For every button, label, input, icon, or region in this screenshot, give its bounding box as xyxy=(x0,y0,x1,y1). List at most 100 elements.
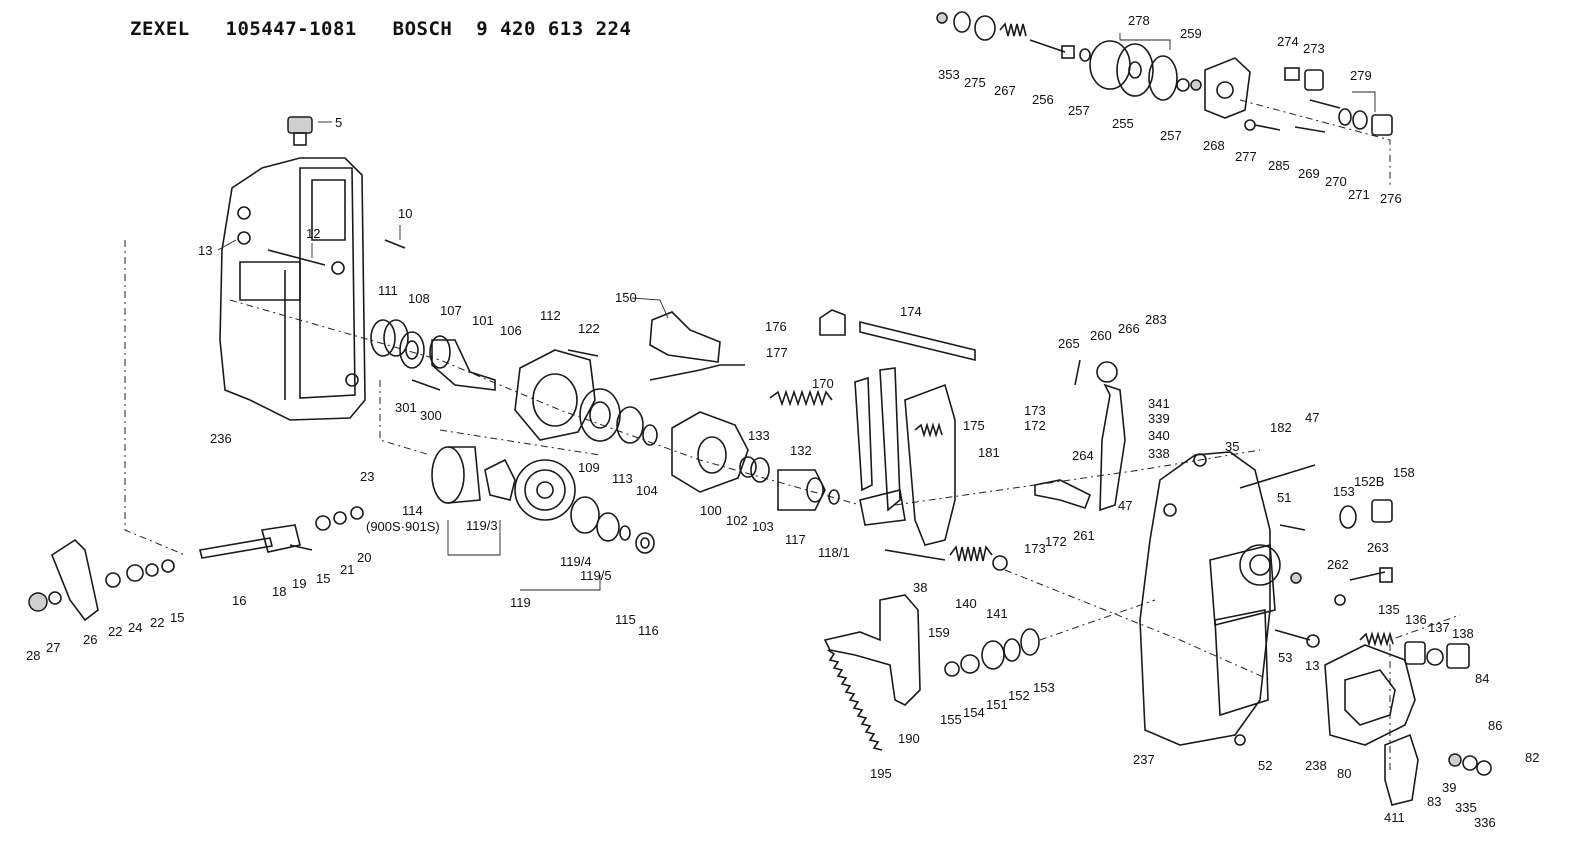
label-152: 152 xyxy=(1008,688,1030,703)
label-340: 340 xyxy=(1148,428,1170,443)
label-338: 338 xyxy=(1148,446,1170,461)
label-190: 190 xyxy=(898,731,920,746)
label-341: 341 xyxy=(1148,396,1170,411)
label-237: 237 xyxy=(1133,752,1155,767)
label-255: 255 xyxy=(1112,116,1134,131)
label-136: 136 xyxy=(1405,612,1427,627)
label-5: 5 xyxy=(335,115,342,130)
link-261 xyxy=(1034,479,1092,509)
label-21: 21 xyxy=(340,562,354,577)
label-175: 175 xyxy=(963,418,985,433)
diagram-title: ZEXEL 105447-1081 BOSCH 9 420 613 224 xyxy=(130,18,632,40)
leader-lines xyxy=(217,33,1376,591)
plug-screw xyxy=(287,116,313,146)
label-257-a: 257 xyxy=(1068,103,1090,118)
gear-119 xyxy=(514,459,576,521)
washer-118-1 xyxy=(828,489,840,505)
label-195: 195 xyxy=(870,766,892,781)
snap-ring-113 xyxy=(616,406,644,444)
nut-116 xyxy=(635,532,655,554)
label-114-note: (900S·901S) xyxy=(366,519,440,534)
label-153-a: 153 xyxy=(1033,680,1055,695)
label-266: 266 xyxy=(1118,321,1140,336)
label-135: 135 xyxy=(1378,602,1400,617)
label-22-a: 22 xyxy=(108,624,122,639)
bearing-111 xyxy=(370,319,409,357)
label-84: 84 xyxy=(1475,671,1489,686)
label-141: 141 xyxy=(986,606,1008,621)
label-28: 28 xyxy=(26,648,40,663)
label-155: 155 xyxy=(940,712,962,727)
label-100: 100 xyxy=(700,503,722,518)
guide-lever-181 xyxy=(904,383,956,546)
label-268: 268 xyxy=(1203,138,1225,153)
label-264: 264 xyxy=(1072,448,1094,463)
label-262: 262 xyxy=(1327,557,1349,572)
label-47-a: 47 xyxy=(1305,410,1319,425)
label-19: 19 xyxy=(292,576,306,591)
bearing-109 xyxy=(579,388,621,442)
label-117: 117 xyxy=(785,532,806,547)
label-118-1: 118/1 xyxy=(818,545,850,560)
pump-housing-right xyxy=(1139,451,1281,746)
cover-238 xyxy=(1324,644,1416,746)
top-right-parts xyxy=(936,11,1393,185)
label-13-b: 13 xyxy=(1305,658,1319,673)
label-10: 10 xyxy=(398,206,412,221)
ring-104 xyxy=(642,424,658,446)
label-151: 151 xyxy=(986,697,1008,712)
label-172-b: 172 xyxy=(1045,534,1067,549)
lever-190 xyxy=(823,594,921,706)
label-23: 23 xyxy=(360,469,374,484)
label-26: 26 xyxy=(83,632,97,647)
label-158: 158 xyxy=(1393,465,1415,480)
label-16: 16 xyxy=(232,593,246,608)
label-275: 275 xyxy=(964,75,986,90)
label-238: 238 xyxy=(1305,758,1327,773)
label-176: 176 xyxy=(765,319,787,334)
label-104: 104 xyxy=(636,483,658,498)
label-13: 13 xyxy=(198,243,212,258)
label-174: 174 xyxy=(900,304,922,319)
label-153-b: 153 xyxy=(1333,484,1355,499)
label-285: 285 xyxy=(1268,158,1290,173)
label-339: 339 xyxy=(1148,411,1170,426)
screws-left xyxy=(267,239,599,551)
label-152B: 152B xyxy=(1354,474,1384,489)
label-259: 259 xyxy=(1180,26,1202,41)
label-269: 269 xyxy=(1298,166,1320,181)
governor-housing-left xyxy=(219,157,366,421)
label-119: 119 xyxy=(510,595,531,610)
label-20: 20 xyxy=(357,550,371,565)
label-335: 335 xyxy=(1455,800,1477,815)
label-101: 101 xyxy=(472,313,494,328)
key-115 xyxy=(619,525,631,541)
label-265: 265 xyxy=(1058,336,1080,351)
label-159: 159 xyxy=(928,625,950,640)
bearing-108 xyxy=(399,331,425,369)
bracket-176 xyxy=(819,309,846,336)
link-174 xyxy=(859,320,976,362)
label-300: 300 xyxy=(420,408,442,423)
label-15-b: 15 xyxy=(170,610,184,625)
label-261: 261 xyxy=(1073,528,1095,543)
label-35: 35 xyxy=(1225,439,1239,454)
callout-labels: 5 10 12 13 236 111 108 107 101 106 112 1… xyxy=(26,13,1539,830)
right-small-parts xyxy=(1239,464,1492,776)
label-271: 271 xyxy=(1348,187,1370,202)
label-256: 256 xyxy=(1032,92,1054,107)
label-277: 277 xyxy=(1235,149,1257,164)
label-133: 133 xyxy=(748,428,770,443)
label-111: 111 xyxy=(378,283,398,298)
lever-26 xyxy=(51,538,99,622)
flyweight-holder-100 xyxy=(671,411,749,493)
label-257-b: 257 xyxy=(1160,128,1182,143)
spring-195 xyxy=(827,649,883,751)
label-108: 108 xyxy=(408,291,430,306)
label-260: 260 xyxy=(1090,328,1112,343)
label-112: 112 xyxy=(540,308,561,323)
label-137: 137 xyxy=(1428,620,1450,635)
label-170: 170 xyxy=(812,376,834,391)
label-150: 150 xyxy=(615,290,637,305)
label-270: 270 xyxy=(1325,174,1347,189)
